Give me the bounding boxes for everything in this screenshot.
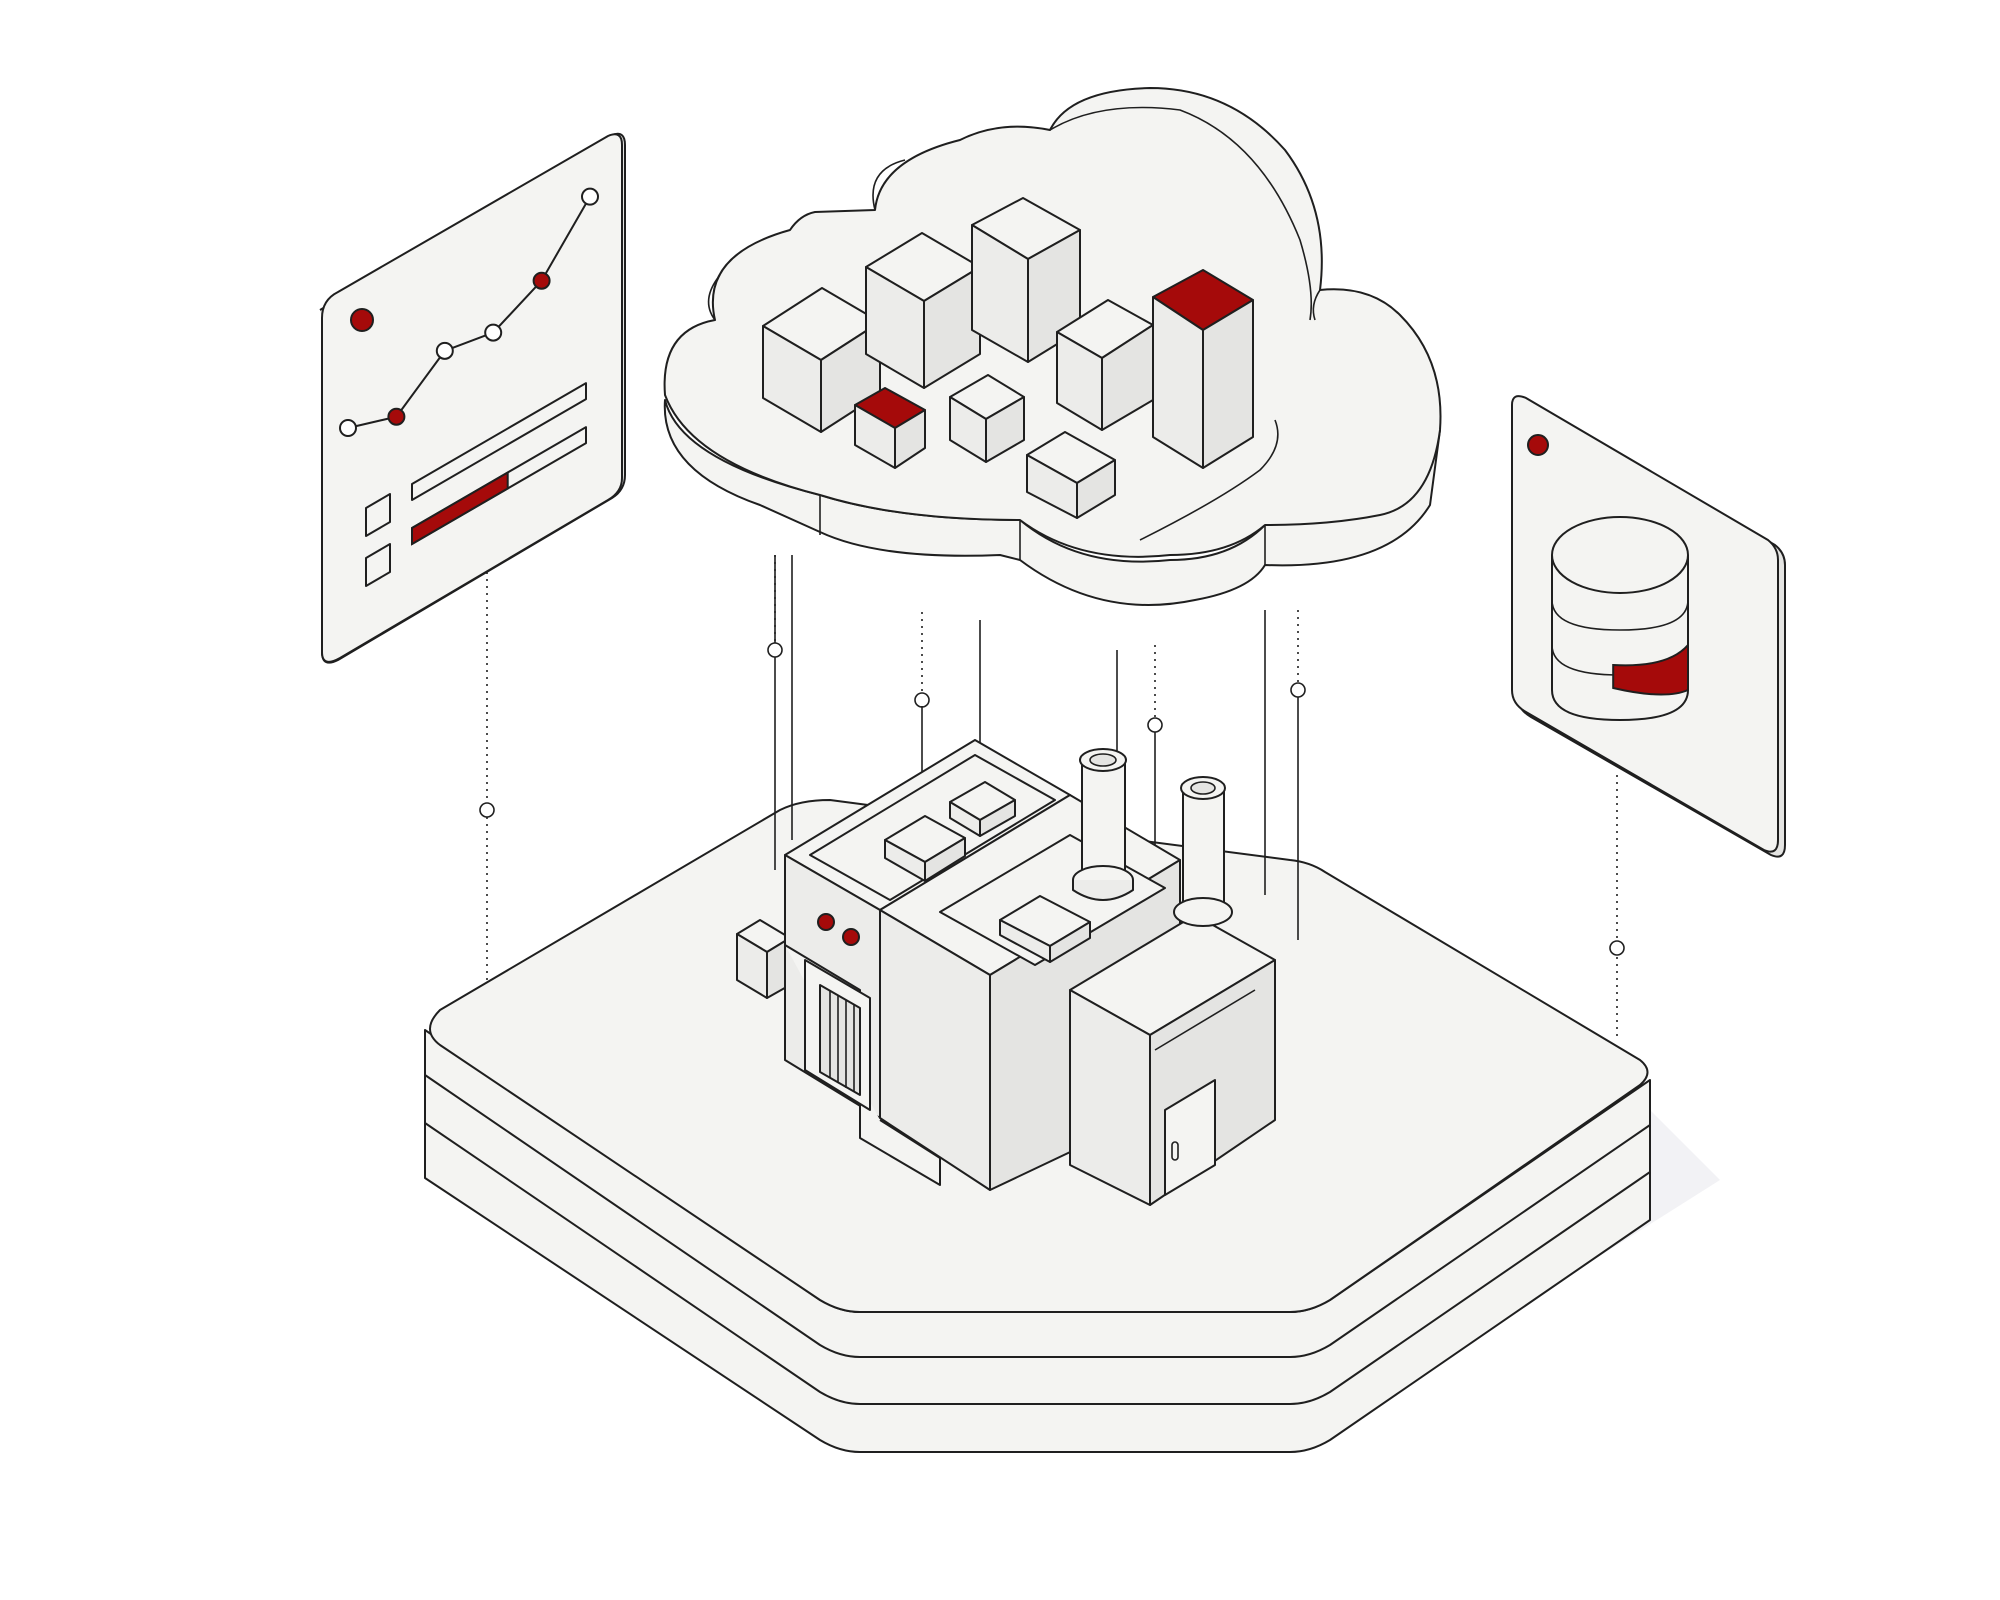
chart-point: [484, 323, 503, 342]
database-panel: [1511, 395, 1786, 858]
chart-panel: [319, 132, 626, 664]
chimney-icon: [1072, 748, 1134, 901]
progress-bars: [411, 382, 587, 546]
chart-point: [532, 271, 551, 290]
status-light-icon: [842, 928, 860, 946]
line-chart-icon: [339, 187, 599, 437]
factory-icon: [736, 739, 1276, 1206]
database-icon: [1551, 516, 1689, 721]
panel-status-dot: [1527, 434, 1549, 456]
cube-block-highlighted: [854, 387, 926, 469]
cube-block: [949, 374, 1025, 463]
chart-point: [387, 407, 406, 426]
status-light-icon: [817, 913, 835, 931]
progress-bar-track: [411, 382, 587, 501]
chimney-icon: [1173, 776, 1233, 927]
garage-door-slats: [829, 990, 855, 1092]
chart-point: [339, 419, 357, 437]
panel-status-dot: [350, 308, 374, 332]
chart-point: [581, 187, 599, 206]
cube-block: [1056, 299, 1154, 431]
chart-point: [435, 341, 454, 360]
cube-block: [865, 232, 981, 389]
progress-bar-fill: [411, 470, 509, 546]
cube-block: [1026, 431, 1116, 519]
checkbox-icon: [365, 493, 391, 537]
checkbox-icon: [365, 543, 391, 587]
cloud-blocks: [762, 197, 1254, 519]
cube-block-highlighted: [1152, 269, 1254, 469]
